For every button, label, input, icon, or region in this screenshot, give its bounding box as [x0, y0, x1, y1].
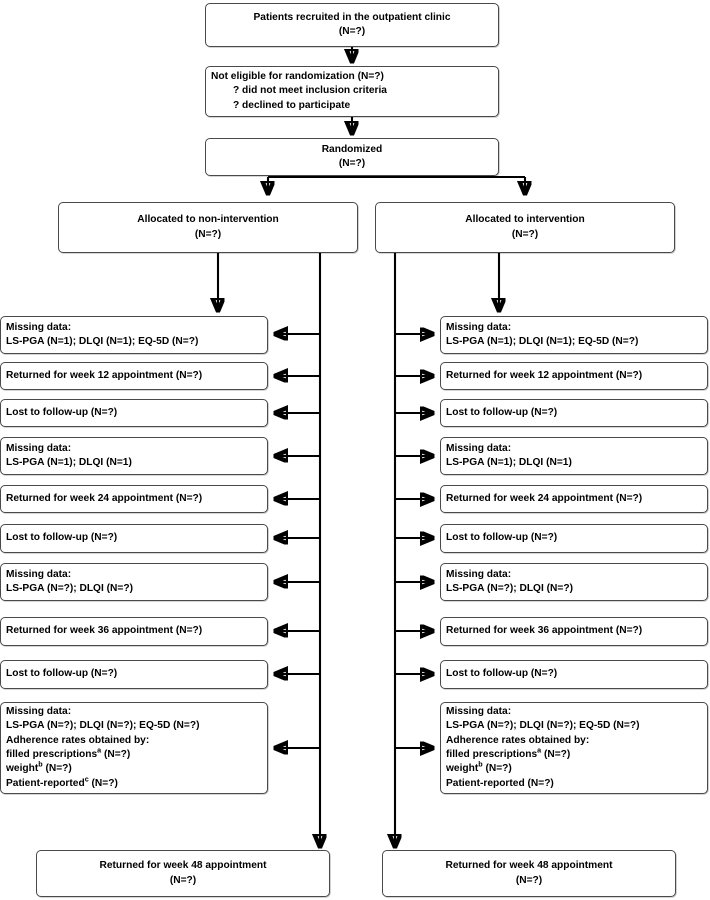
- right-missing-week-48-line-3: Adherence rates obtained by:: [446, 734, 590, 746]
- right-allocation-line-2: (N=?): [511, 228, 539, 240]
- not-eligible-line-3: ? declined to participate: [233, 99, 351, 111]
- node-left-lost-followup-3: Lost to follow-up (N=?): [0, 660, 268, 689]
- node-left-missing-week-24: Missing data: LS-PGA (N=1); DLQI (N=1): [0, 437, 268, 475]
- node-right-missing-week-12: Missing data: LS-PGA (N=1); DLQI (N=1); E…: [440, 316, 708, 354]
- node-left-allocation: Allocated to non-intervention (N=?): [58, 202, 358, 253]
- node-randomized: Randomized (N=?): [205, 138, 499, 176]
- right-missing-week-12-line-1: Missing data:: [446, 321, 512, 333]
- recruited-line-1: Patients recruited in the outpatient cli…: [253, 11, 451, 23]
- left-missing-week-12-line-2: LS-PGA (N=1); DLQI (N=1); EQ-5D (N=?): [6, 336, 199, 347]
- right-missing-week-48-line-4: filled prescriptionsa (N=?): [446, 745, 571, 760]
- left-returned-week-24-line-1: Returned for week 24 appointment (N=?): [6, 492, 203, 504]
- left-missing-week-24-line-1: Missing data:: [6, 442, 72, 454]
- right-missing-week-36-line-1: Missing data:: [446, 568, 512, 580]
- node-left-lost-followup-2: Lost to follow-up (N=?): [0, 524, 268, 553]
- left-missing-week-36-line-2: LS-PGA (N=?); DLQI (N=?): [6, 583, 133, 594]
- node-right-lost-followup-1: Lost to follow-up (N=?): [440, 399, 708, 427]
- recruited-line-2: (N=?): [338, 26, 366, 37]
- right-returned-week-12-line-1: Returned for week 12 appointment (N=?): [446, 369, 643, 381]
- right-missing-week-24-line-1: Missing data:: [446, 442, 512, 454]
- left-missing-week-48-line-6: Patient-reportedc (N=?): [6, 774, 118, 789]
- node-right-returned-week-24: Returned for week 24 appointment (N=?): [440, 485, 708, 513]
- right-returned-week-36-line-1: Returned for week 36 appointment (N=?): [446, 625, 643, 637]
- left-final-line-1: Returned for week 48 appointment: [99, 860, 267, 872]
- right-missing-week-48-line-1: Missing data:: [446, 705, 512, 717]
- node-not-eligible: Not eligible for randomization (N=?) ? d…: [205, 66, 499, 117]
- node-right-missing-week-24: Missing data: LS-PGA (N=1); DLQI (N=1): [440, 437, 708, 475]
- left-missing-week-48-line-1: Missing data:: [6, 705, 72, 717]
- right-allocation-line-1: Allocated to intervention: [465, 214, 585, 226]
- left-returned-week-36-line-1: Returned for week 36 appointment (N=?): [6, 625, 203, 637]
- node-left-missing-week-36: Missing data: LS-PGA (N=?); DLQI (N=?): [0, 563, 268, 601]
- right-final-line-2: (N=?): [515, 874, 543, 886]
- left-missing-week-48-line-4: filled prescriptionsa (N=?): [6, 745, 131, 760]
- node-right-allocation: Allocated to intervention (N=?): [375, 202, 675, 253]
- node-left-lost-followup-1: Lost to follow-up (N=?): [0, 399, 268, 427]
- right-final-line-1: Returned for week 48 appointment: [445, 860, 613, 872]
- left-allocation-line-1: Allocated to non-intervention: [137, 214, 279, 226]
- left-allocation-line-2: (N=?): [194, 228, 222, 240]
- left-returned-week-12-line-1: Returned for week 12 appointment (N=?): [6, 369, 203, 381]
- right-lost-followup-3-line-1: Lost to follow-up (N=?): [446, 668, 558, 680]
- right-missing-week-36-line-2: LS-PGA (N=?); DLQI (N=?): [446, 583, 573, 594]
- node-right-returned-week-12: Returned for week 12 appointment (N=?): [440, 362, 708, 390]
- left-missing-week-36-line-1: Missing data:: [6, 568, 72, 580]
- right-returned-week-24-line-1: Returned for week 24 appointment (N=?): [446, 492, 643, 504]
- randomized-line-2: (N=?): [338, 158, 366, 169]
- not-eligible-line-2: ? did not meet inclusion criteria: [233, 85, 387, 97]
- node-left-missing-week-48: Missing data: LS-PGA (N=?); DLQI (N=?); E…: [0, 702, 268, 794]
- left-lost-followup-1-line-1: Lost to follow-up (N=?): [6, 406, 118, 418]
- right-lost-followup-2-line-1: Lost to follow-up (N=?): [446, 532, 558, 544]
- node-right-missing-week-36: Missing data: LS-PGA (N=?); DLQI (N=?): [440, 563, 708, 601]
- node-left-final: Returned for week 48 appointment (N=?): [36, 850, 330, 897]
- left-missing-week-24-line-2: LS-PGA (N=1); DLQI (N=1): [6, 457, 132, 468]
- node-left-missing-week-12: Missing data: LS-PGA (N=1); DLQI (N=1); E…: [0, 316, 268, 354]
- node-right-lost-followup-2: Lost to follow-up (N=?): [440, 524, 708, 553]
- left-missing-week-48-line-2: LS-PGA (N=?); DLQI (N=?); EQ-5D (N=?): [6, 720, 200, 732]
- right-missing-week-12-line-2: LS-PGA (N=1); DLQI (N=1); EQ-5D (N=?): [446, 336, 639, 347]
- left-missing-week-48-line-3: Adherence rates obtained by:: [6, 734, 150, 746]
- node-left-returned-week-24: Returned for week 24 appointment (N=?): [0, 485, 268, 513]
- left-lost-followup-3-line-1: Lost to follow-up (N=?): [6, 668, 118, 680]
- left-missing-week-12-line-1: Missing data:: [6, 321, 72, 333]
- right-missing-week-48-line-6: Patient-reported (N=?): [446, 777, 554, 789]
- right-missing-week-24-line-2: LS-PGA (N=1); DLQI (N=1): [446, 457, 572, 468]
- not-eligible-line-1: Not eligible for randomization (N=?): [211, 70, 384, 82]
- node-patients-recruited: Patients recruited in the outpatient cli…: [205, 3, 499, 47]
- node-left-returned-week-36: Returned for week 36 appointment (N=?): [0, 617, 268, 646]
- node-right-missing-week-48: Missing data: LS-PGA (N=?); DLQI (N=?); E…: [440, 702, 708, 794]
- node-right-returned-week-36: Returned for week 36 appointment (N=?): [440, 617, 708, 646]
- node-right-final: Returned for week 48 appointment (N=?): [382, 850, 676, 897]
- node-left-returned-week-12: Returned for week 12 appointment (N=?): [0, 362, 268, 390]
- right-lost-followup-1-line-1: Lost to follow-up (N=?): [446, 406, 558, 418]
- left-lost-followup-2-line-1: Lost to follow-up (N=?): [6, 532, 118, 544]
- node-right-lost-followup-3: Lost to follow-up (N=?): [440, 660, 708, 689]
- left-final-line-2: (N=?): [169, 874, 197, 886]
- right-missing-week-48-line-5: weightb (N=?): [446, 760, 512, 775]
- left-missing-week-48-line-5: weightb (N=?): [6, 760, 72, 775]
- randomized-line-1: Randomized: [321, 143, 383, 155]
- right-missing-week-48-line-2: LS-PGA (N=?); DLQI (N=?); EQ-5D (N=?): [446, 720, 640, 732]
